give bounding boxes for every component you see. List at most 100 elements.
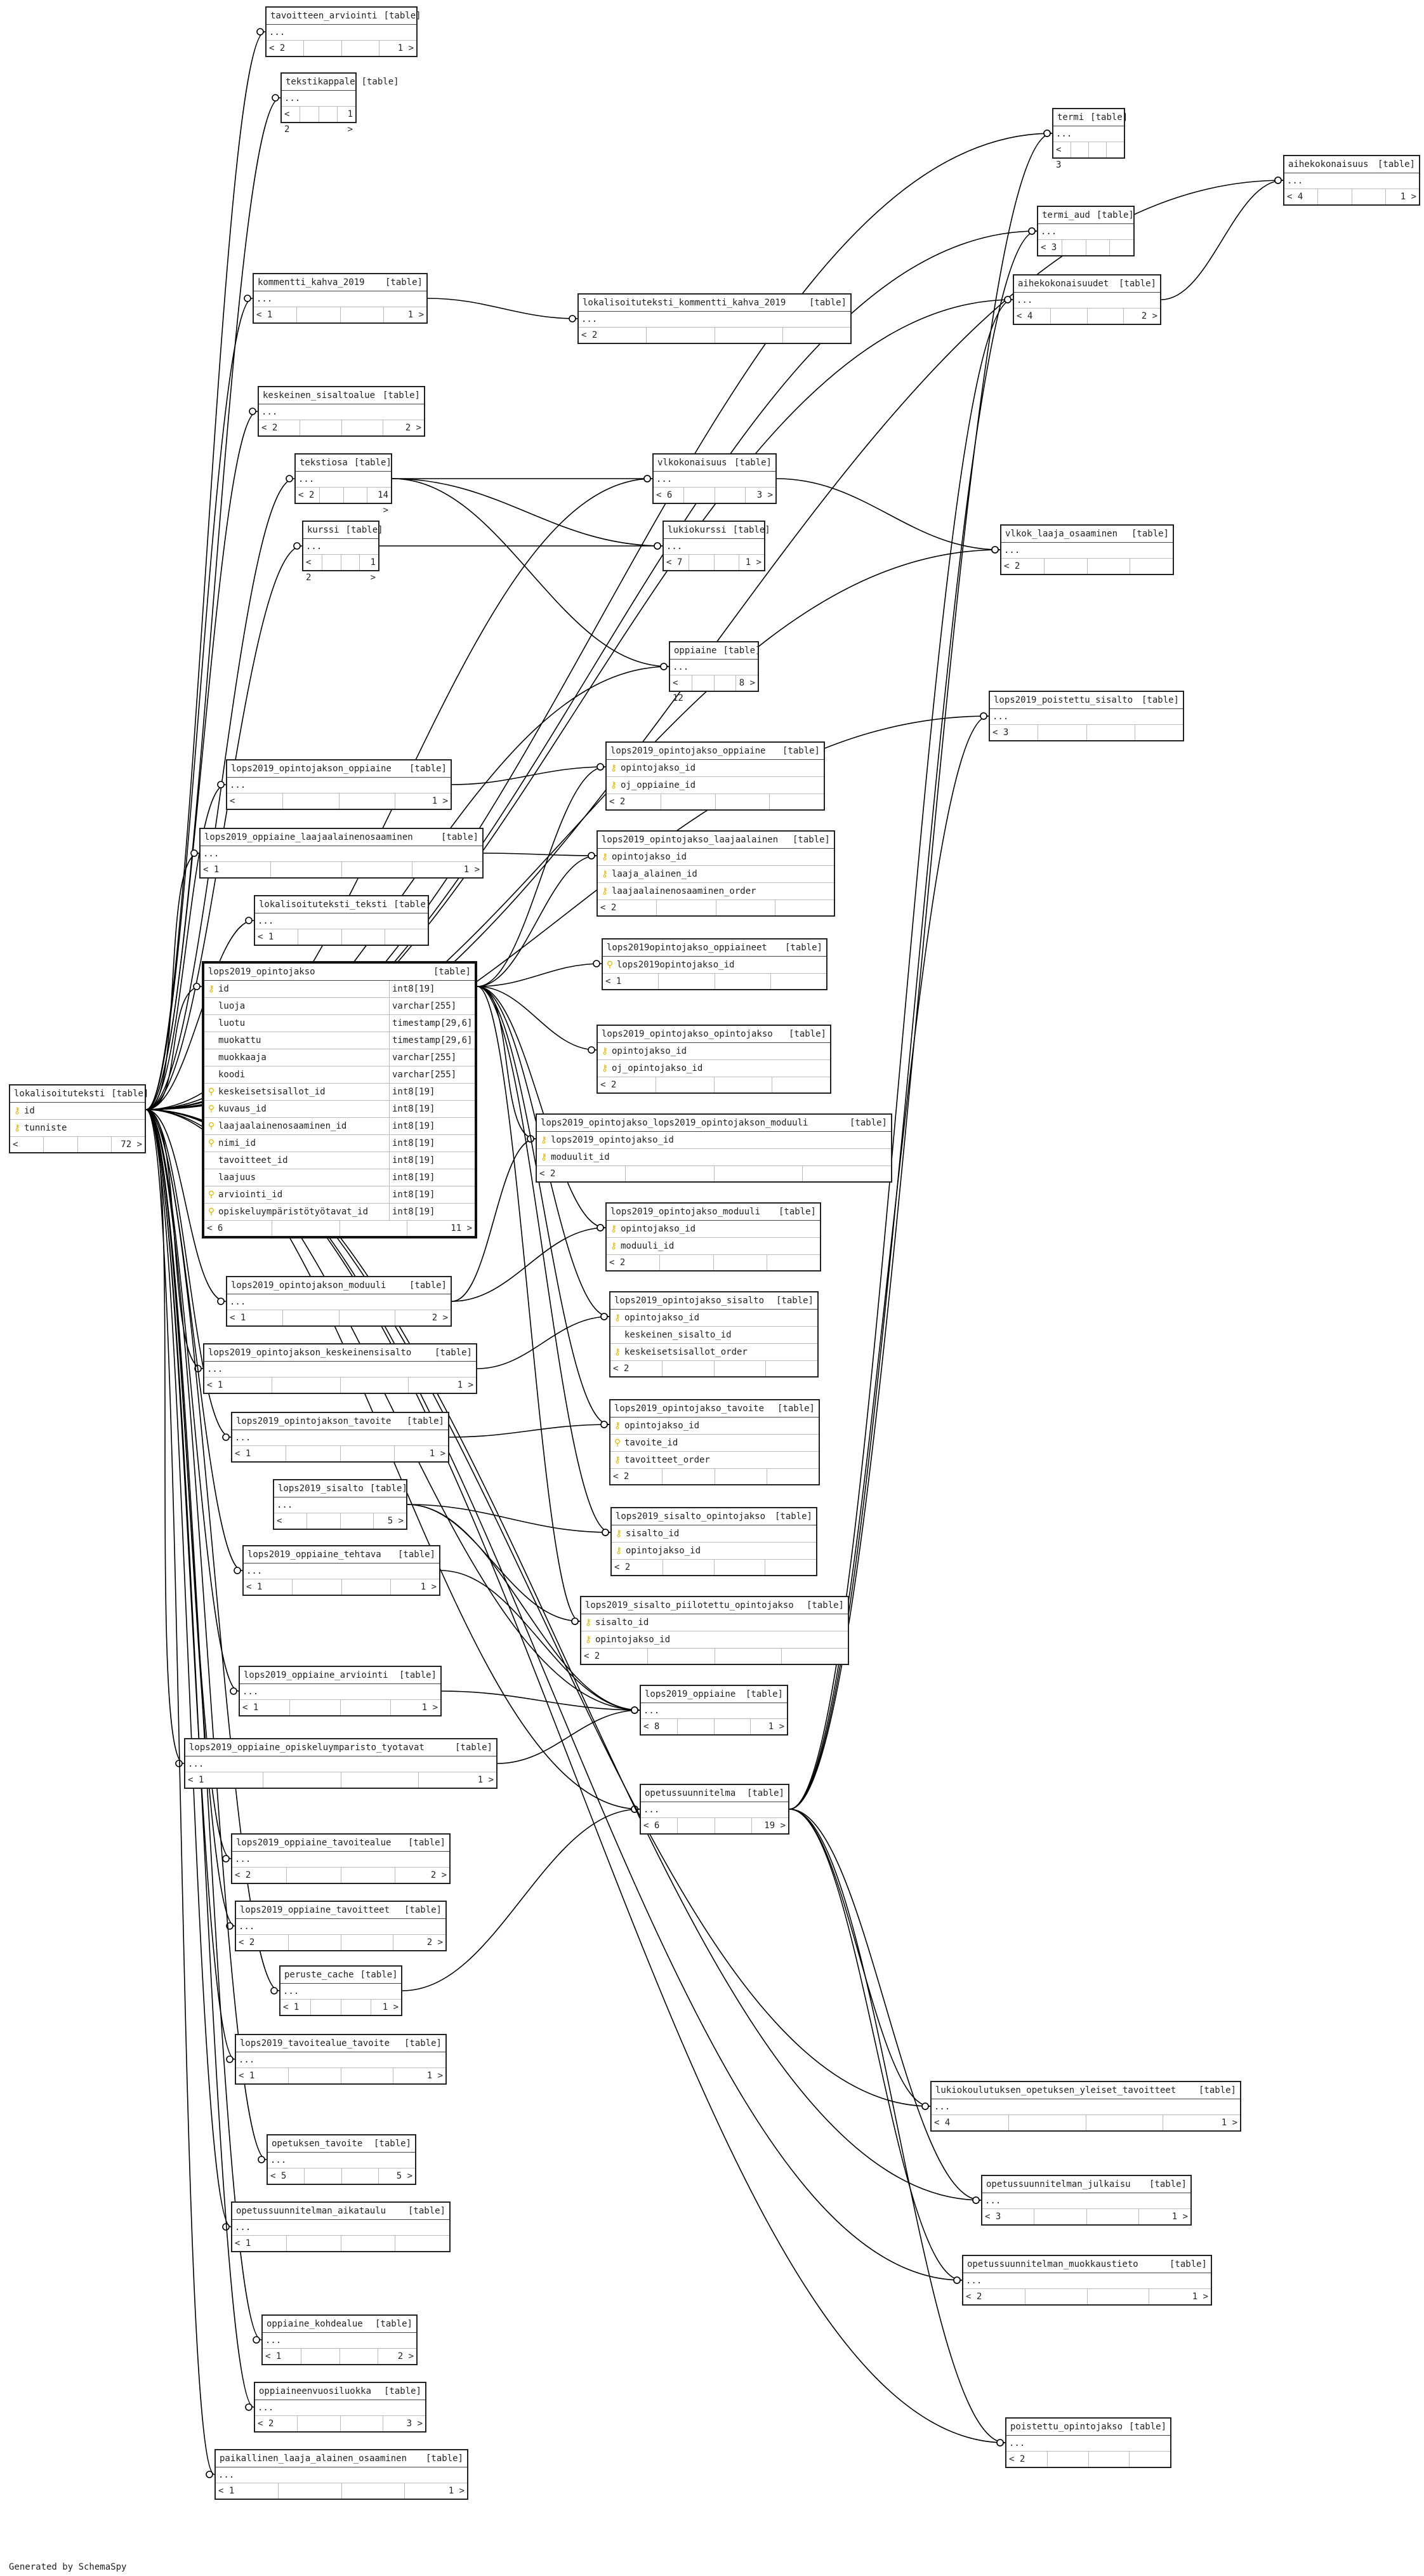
collapsed-columns[interactable]: ... bbox=[232, 1852, 449, 1868]
table-lops2019-poistettu-sisalto[interactable]: lops2019_poistettu_sisalto[table]...< 3 bbox=[989, 691, 1184, 741]
children-count[interactable] bbox=[1135, 725, 1183, 740]
table-lops2019-oppiaine-opiskeluymparisto-tyotavat[interactable]: lops2019_oppiaine_opiskeluymparisto_tyot… bbox=[184, 1738, 498, 1789]
children-count[interactable]: 5 > bbox=[396, 2171, 412, 2181]
parents-count[interactable]: < 1 bbox=[232, 2236, 287, 2251]
children-count[interactable]: 2 > bbox=[397, 2351, 414, 2361]
table-poistettu-opintojakso[interactable]: poistettu_opintojakso[table]...< 2 bbox=[1005, 2417, 1171, 2468]
parents-count[interactable]: < 1 bbox=[227, 1310, 284, 1325]
table-paikallinen-laaja-alainen-osaaminen[interactable]: paikallinen_laaja_alainen_osaaminen[tabl… bbox=[214, 2449, 468, 2500]
parents-count[interactable]: < 2 bbox=[303, 555, 322, 583]
parents-count[interactable]: < 4 bbox=[932, 2115, 1009, 2130]
collapsed-columns[interactable]: ... bbox=[263, 2333, 416, 2349]
column-row[interactable]: ⚷laaja_alainen_id bbox=[598, 866, 834, 883]
column-row[interactable]: ⚷oj_opintojakso_id bbox=[598, 1060, 830, 1077]
column-row[interactable]: ⚷oj_oppiaine_id bbox=[607, 777, 824, 794]
column-row[interactable]: ⚷opintojakso_id bbox=[581, 1631, 848, 1649]
collapsed-columns[interactable]: ... bbox=[267, 25, 416, 41]
collapsed-columns[interactable]: ... bbox=[236, 1919, 445, 1935]
children-count[interactable]: 1 > bbox=[347, 109, 353, 135]
parents-count[interactable]: < 2 bbox=[579, 328, 647, 343]
table-lops2019-opintojakso-opintojakso[interactable]: lops2019_opintojakso_opintojakso[table]⚷… bbox=[597, 1025, 831, 1094]
children-count[interactable]: 2 > bbox=[405, 423, 421, 433]
table-lops2019-opintojakso-laajaalainen[interactable]: lops2019_opintojakso_laajaalainen[table]… bbox=[597, 830, 835, 917]
parents-count[interactable]: < 1 bbox=[232, 1446, 287, 1461]
collapsed-columns[interactable]: ... bbox=[280, 1984, 401, 2000]
table-opetussuunnitelman-aikataulu[interactable]: opetussuunnitelman_aikataulu[table]...< … bbox=[231, 2201, 451, 2252]
parents-count[interactable]: < 4 bbox=[1014, 309, 1051, 324]
collapsed-columns[interactable]: ... bbox=[236, 2052, 445, 2068]
children-count[interactable] bbox=[803, 1166, 891, 1181]
parents-count[interactable]: < 2 bbox=[255, 2416, 298, 2431]
table-lops2019-tavoitealue-tavoite[interactable]: lops2019_tavoitealue_tavoite[table]...< … bbox=[235, 2034, 447, 2085]
table-lokalisoituteksti-kommentti-kahva-2019[interactable]: lokalisoituteksti_kommentti_kahva_2019[t… bbox=[577, 293, 852, 344]
parents-count[interactable]: < 2 bbox=[259, 420, 301, 435]
table-lops2019-oppiaine-tavoitealue[interactable]: lops2019_oppiaine_tavoitealue[table]...<… bbox=[231, 1833, 451, 1884]
table-lops2019opintojakso-oppiaineet[interactable]: lops2019opintojakso_oppiaineet[table]⚲lo… bbox=[602, 938, 827, 990]
children-count[interactable]: 2 > bbox=[432, 1313, 448, 1323]
parents-count[interactable]: < 8 bbox=[641, 1719, 678, 1734]
collapsed-columns[interactable]: ... bbox=[932, 2099, 1240, 2115]
parents-count[interactable]: < 1 bbox=[263, 2349, 301, 2364]
column-row[interactable]: ⚷opintojakso_id bbox=[598, 849, 834, 866]
children-count[interactable]: 1 > bbox=[407, 310, 424, 320]
collapsed-columns[interactable]: ... bbox=[1006, 2436, 1170, 2452]
collapsed-columns[interactable]: ... bbox=[1038, 224, 1133, 240]
collapsed-columns[interactable]: ... bbox=[227, 778, 451, 793]
collapsed-columns[interactable]: ... bbox=[303, 539, 378, 555]
collapsed-columns[interactable]: ... bbox=[982, 2193, 1190, 2209]
table-lops2019-opintojakson-oppiaine[interactable]: lops2019_opintojakson_oppiaine[table]...… bbox=[226, 759, 452, 810]
column-row[interactable]: ⚷opintojakso_id bbox=[607, 1221, 820, 1238]
table-lops2019-opintojakso-lops2019-opintojakson-moduuli[interactable]: lops2019_opintojakso_lops2019_opintojaks… bbox=[536, 1113, 892, 1183]
children-count[interactable] bbox=[1110, 240, 1133, 255]
table-termi-aud[interactable]: termi_aud[table]...< 3 bbox=[1037, 206, 1135, 256]
collapsed-columns[interactable]: ... bbox=[255, 2400, 425, 2416]
children-count[interactable]: 19 > bbox=[764, 1821, 786, 1831]
collapsed-columns[interactable]: ... bbox=[240, 1684, 440, 1700]
parents-count[interactable]: < 6 bbox=[654, 488, 685, 503]
parents-count[interactable]: < 1 bbox=[603, 974, 659, 989]
parents-count[interactable]: < 6 bbox=[204, 1221, 272, 1236]
collapsed-columns[interactable]: ... bbox=[654, 472, 775, 488]
parents-count[interactable]: < 3 bbox=[1038, 240, 1062, 255]
parents-count[interactable]: < 1 bbox=[201, 862, 272, 877]
children-count[interactable]: 2 > bbox=[430, 1870, 447, 1880]
table-lops2019-sisalto-opintojakso[interactable]: lops2019_sisalto_opintojakso[table]⚷sisa… bbox=[610, 1507, 817, 1576]
collapsed-columns[interactable]: ... bbox=[244, 1564, 439, 1579]
children-count[interactable] bbox=[770, 794, 824, 809]
parents-count[interactable]: < bbox=[274, 1513, 308, 1529]
parents-count[interactable]: < 2 bbox=[598, 900, 657, 915]
table-lokalisoituteksti[interactable]: lokalisoituteksti[table]⚷id⚷tunniste< 72… bbox=[9, 1084, 148, 1153]
table-lops2019-sisalto[interactable]: lops2019_sisalto[table]...< 5 > bbox=[273, 1479, 407, 1530]
collapsed-columns[interactable]: ... bbox=[216, 2467, 467, 2483]
collapsed-columns[interactable]: ... bbox=[1284, 173, 1419, 189]
collapsed-columns[interactable]: ... bbox=[254, 291, 426, 307]
children-count[interactable]: 72 > bbox=[121, 1139, 142, 1150]
parents-count[interactable]: < 2 bbox=[598, 1077, 656, 1092]
children-count[interactable] bbox=[385, 929, 428, 945]
column-row[interactable]: ⚷laajaalainenosaaminen_order bbox=[598, 883, 834, 900]
children-count[interactable] bbox=[765, 1560, 816, 1575]
parents-count[interactable]: < 2 bbox=[607, 1255, 661, 1270]
parents-count[interactable]: < 5 bbox=[268, 2168, 305, 2184]
table-termi[interactable]: termi[table]...< 3 bbox=[1052, 108, 1128, 170]
children-count[interactable]: 1 > bbox=[429, 1449, 445, 1459]
children-count[interactable] bbox=[767, 1469, 819, 1484]
table-lops2019-opintojakson-moduuli[interactable]: lops2019_opintojakson_moduuli[table]...<… bbox=[226, 1276, 452, 1327]
